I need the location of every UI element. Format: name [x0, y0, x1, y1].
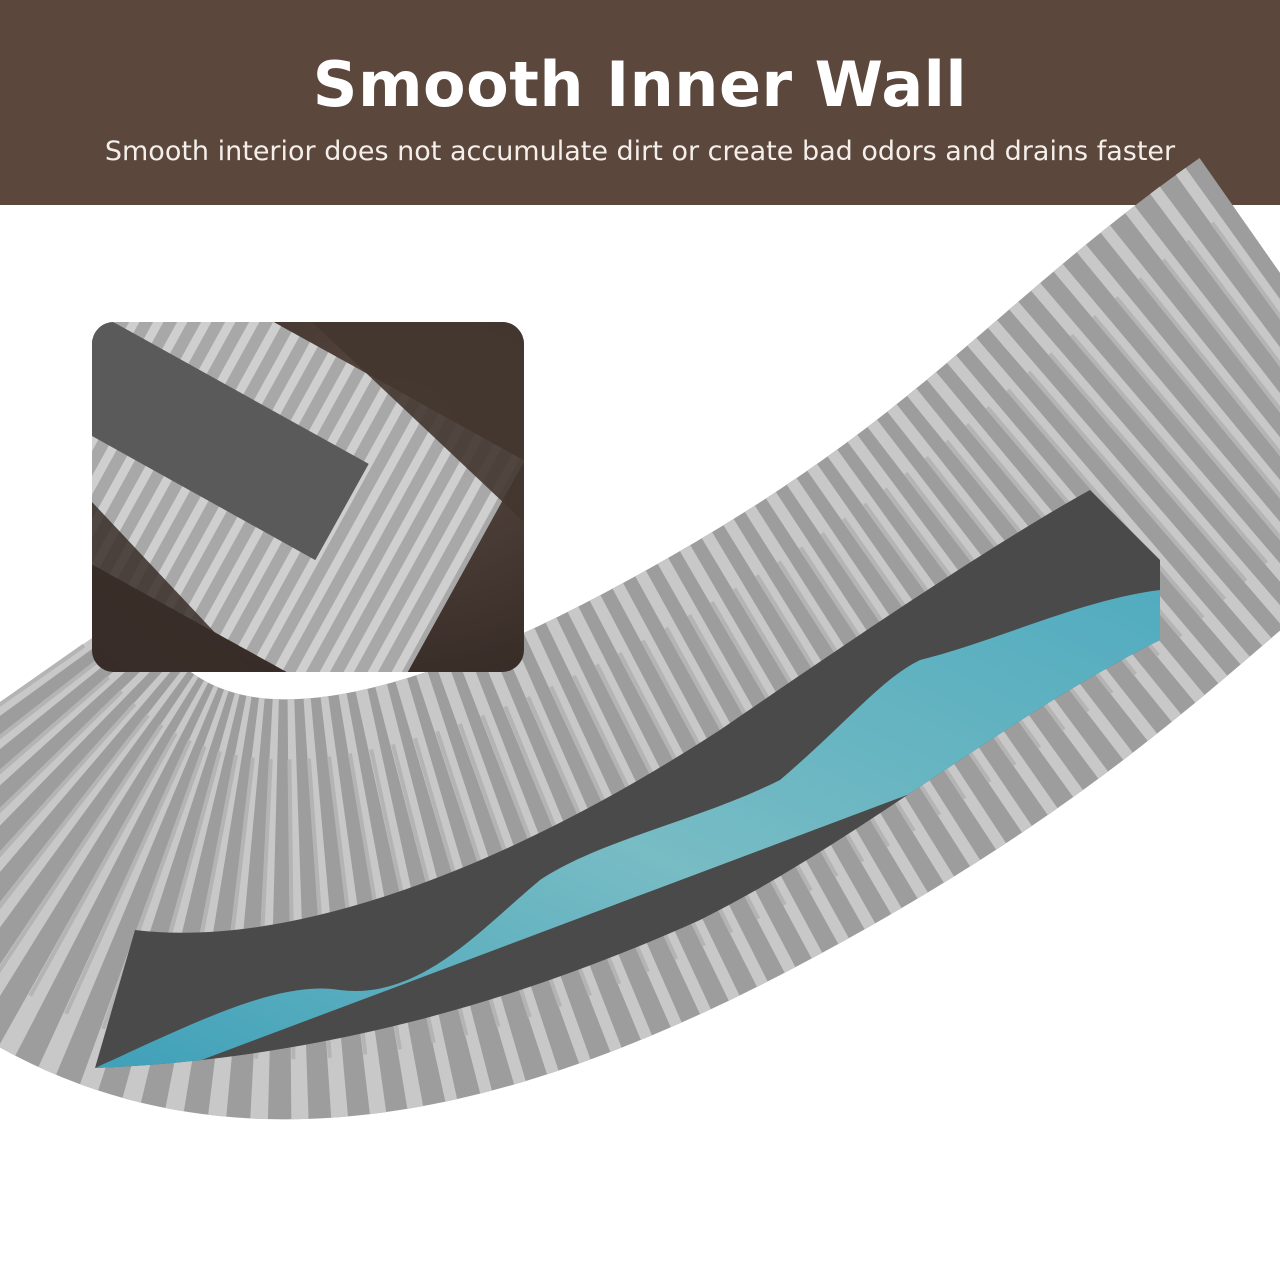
water-flow [95, 590, 1160, 1068]
page-title: Smooth Inner Wall [312, 48, 968, 121]
page-subtitle: Smooth interior does not accumulate dirt… [104, 136, 1176, 167]
header-banner: Smooth Inner Wall Smooth interior does n… [0, 0, 1280, 205]
closeup-hose-icon [92, 322, 524, 672]
inner-wall-closeup [92, 322, 524, 672]
